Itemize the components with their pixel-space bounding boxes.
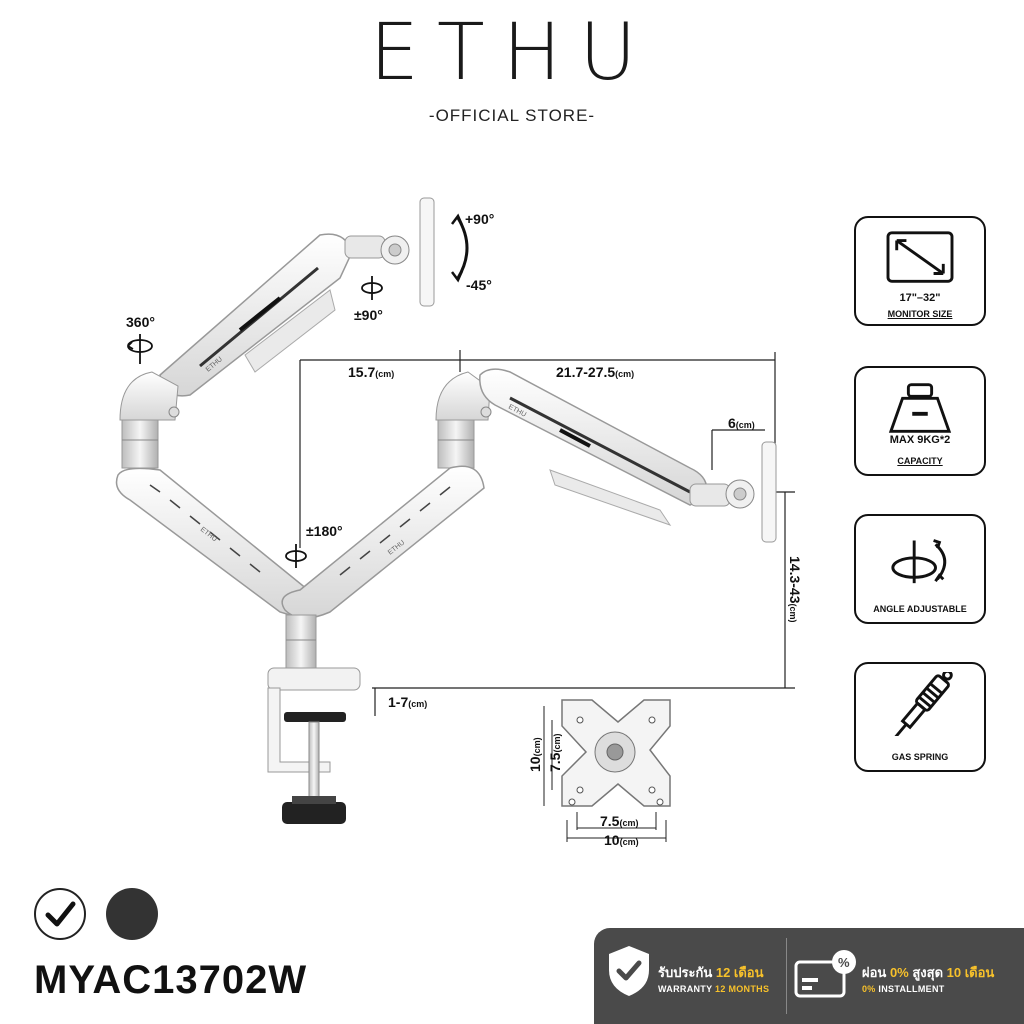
vesa-h-small: 7.5(cm) <box>600 813 638 829</box>
installment-thai: ผ่อน 0% สูงสุด 10 เดือน <box>862 965 995 980</box>
feature-capacity: MAX 9KG*2 CAPACITY <box>854 366 986 476</box>
shield-check-icon <box>609 946 649 996</box>
feature-angle-adjustable: ANGLE ADJUSTABLE <box>854 514 986 624</box>
color-option-black[interactable] <box>106 888 158 940</box>
label-swivel-180: ±180° <box>306 523 343 539</box>
left-elbow <box>119 371 180 469</box>
color-option-white[interactable] <box>34 888 86 940</box>
vesa-v-big: 10(cm) <box>527 737 543 772</box>
monitor-arm-illustration: ETHU ETHU E <box>115 197 803 848</box>
right-lower-arm: ETHU <box>281 465 485 619</box>
right-upper-arm: ETHU <box>479 368 708 526</box>
feature-monitor-size-value: 17"–32" <box>899 292 941 304</box>
dim-15-7: 15.7(cm) <box>348 364 394 380</box>
feature-gas-spring-label: GAS SPRING <box>891 752 949 762</box>
rotation-icon <box>891 539 947 584</box>
vesa-h-big: 10(cm) <box>604 832 639 848</box>
promo-banner: รับประกัน 12 เดือน WARRANTY 12 MONTHS % … <box>594 928 1024 1024</box>
label-tilt-down: -45° <box>466 277 492 293</box>
dim-6: 6(cm) <box>728 415 755 431</box>
feature-monitor-size: 17"–32" MONITOR SIZE <box>854 216 986 326</box>
vesa-plate <box>561 699 671 807</box>
right-monitor-joint <box>689 441 777 543</box>
rotation-markers <box>127 213 469 568</box>
weight-icon <box>888 383 952 433</box>
monitor-size-icon <box>886 231 954 283</box>
feature-angle-label: ANGLE ADJUSTABLE <box>873 604 967 614</box>
product-model: MYAC13702W <box>34 958 308 1002</box>
vesa-v-small: 7.5(cm) <box>547 734 563 772</box>
left-upper-arm: ETHU <box>159 233 353 397</box>
feature-capacity-label: CAPACITY <box>897 456 943 466</box>
check-icon <box>45 901 76 927</box>
warranty-english: WARRANTY 12 MONTHS <box>658 984 770 994</box>
label-swivel-90: ±90° <box>354 307 383 323</box>
dim-1-7: 1-7(cm) <box>388 694 427 710</box>
vesa-dimension-lines <box>543 706 667 842</box>
warranty-thai: รับประกัน 12 เดือน <box>658 965 764 980</box>
feature-monitor-size-label: MONITOR SIZE <box>887 309 953 319</box>
left-monitor-joint <box>344 197 435 307</box>
right-elbow <box>435 371 492 469</box>
brand-logo: ETHU <box>369 8 655 98</box>
dim-21-7-27-5: 21.7-27.5(cm) <box>556 364 634 380</box>
feature-capacity-value: MAX 9KG*2 <box>889 434 951 446</box>
gas-spring-icon <box>892 672 953 736</box>
brand-tagline: -OFFICIAL STORE- <box>428 106 596 125</box>
center-pole-clamp <box>267 614 361 824</box>
dim-14-3-43: 14.3-43(cm) <box>787 556 803 623</box>
dimension-lines <box>299 350 795 716</box>
card-installment-icon: % <box>794 950 856 998</box>
label-rotate-360: 360° <box>126 314 155 330</box>
installment-english: 0% INSTALLMENT <box>862 984 945 994</box>
feature-gas-spring: GAS SPRING <box>854 662 986 772</box>
banner-divider <box>786 938 787 1014</box>
label-tilt-up: +90° <box>465 211 494 227</box>
svg-text:%: % <box>838 955 850 970</box>
